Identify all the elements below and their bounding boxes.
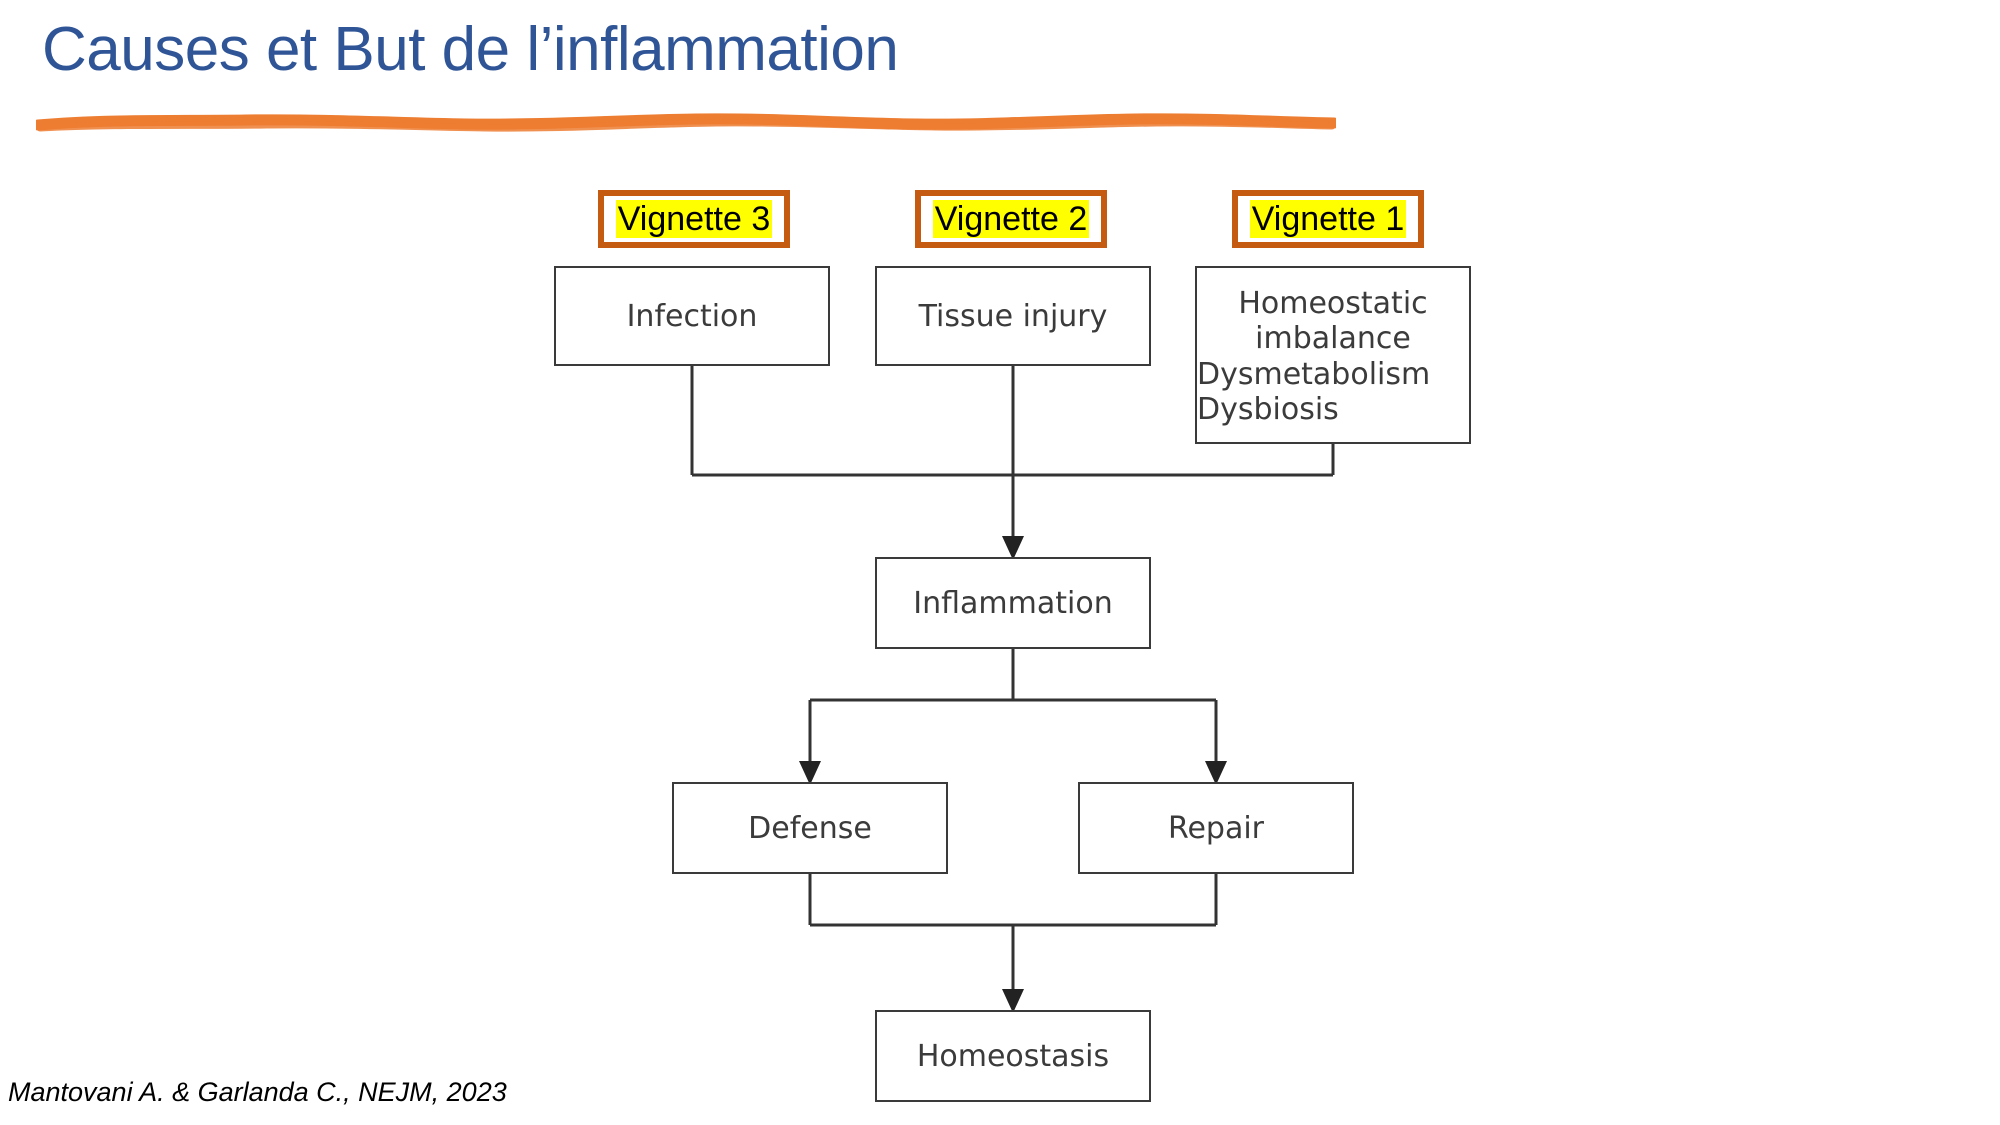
flow-node-homeostatic-text: Homeostatic imbalance Dysmetabolism Dysb…: [1197, 286, 1469, 428]
flow-node-homeostasis[interactable]: Homeostasis: [875, 1010, 1151, 1102]
callout-vignette-2[interactable]: Vignette 2: [915, 190, 1107, 248]
source-citation: Mantovani A. & Garlanda C., NEJM, 2023: [8, 1077, 507, 1107]
callout-vignette-3[interactable]: Vignette 3: [598, 190, 790, 248]
flow-node-repair[interactable]: Repair: [1078, 782, 1354, 874]
flow-node-homeostatic-imbalance[interactable]: Homeostatic imbalance Dysmetabolism Dysb…: [1195, 266, 1471, 444]
arrowhead-repair: [1205, 761, 1227, 785]
flow-node-tissue-injury[interactable]: Tissue injury: [875, 266, 1151, 366]
homeostatic-line-3: Dysmetabolism: [1197, 356, 1431, 392]
flow-node-inflammation[interactable]: Inflammation: [875, 557, 1151, 649]
callout-vignette-1[interactable]: Vignette 1: [1232, 190, 1424, 248]
flow-node-infection[interactable]: Infection: [554, 266, 830, 366]
arrowhead-inflammation: [1002, 536, 1024, 560]
callout-vignette-3-label: Vignette 3: [615, 199, 773, 239]
arrowhead-defense: [799, 761, 821, 785]
flow-node-homeostasis-label: Homeostasis: [916, 1038, 1110, 1074]
flow-node-defense-label: Defense: [748, 810, 872, 846]
flow-node-infection-label: Infection: [626, 298, 758, 334]
page-title: Causes et But de l’inflammation: [42, 15, 899, 84]
arrowhead-homeostasis: [1002, 989, 1024, 1013]
homeostatic-line-2: imbalance: [1255, 321, 1411, 357]
flow-node-inflammation-label: Inflammation: [913, 585, 1113, 621]
callout-vignette-2-label: Vignette 2: [932, 199, 1090, 239]
callout-vignette-1-label: Vignette 1: [1249, 199, 1407, 239]
flow-node-repair-label: Repair: [1167, 810, 1265, 846]
flow-node-tissue-injury-label: Tissue injury: [918, 298, 1108, 334]
homeostatic-line-4: Dysbiosis: [1197, 392, 1339, 428]
flow-node-defense[interactable]: Defense: [672, 782, 948, 874]
homeostatic-line-1: Homeostatic: [1238, 286, 1428, 321]
